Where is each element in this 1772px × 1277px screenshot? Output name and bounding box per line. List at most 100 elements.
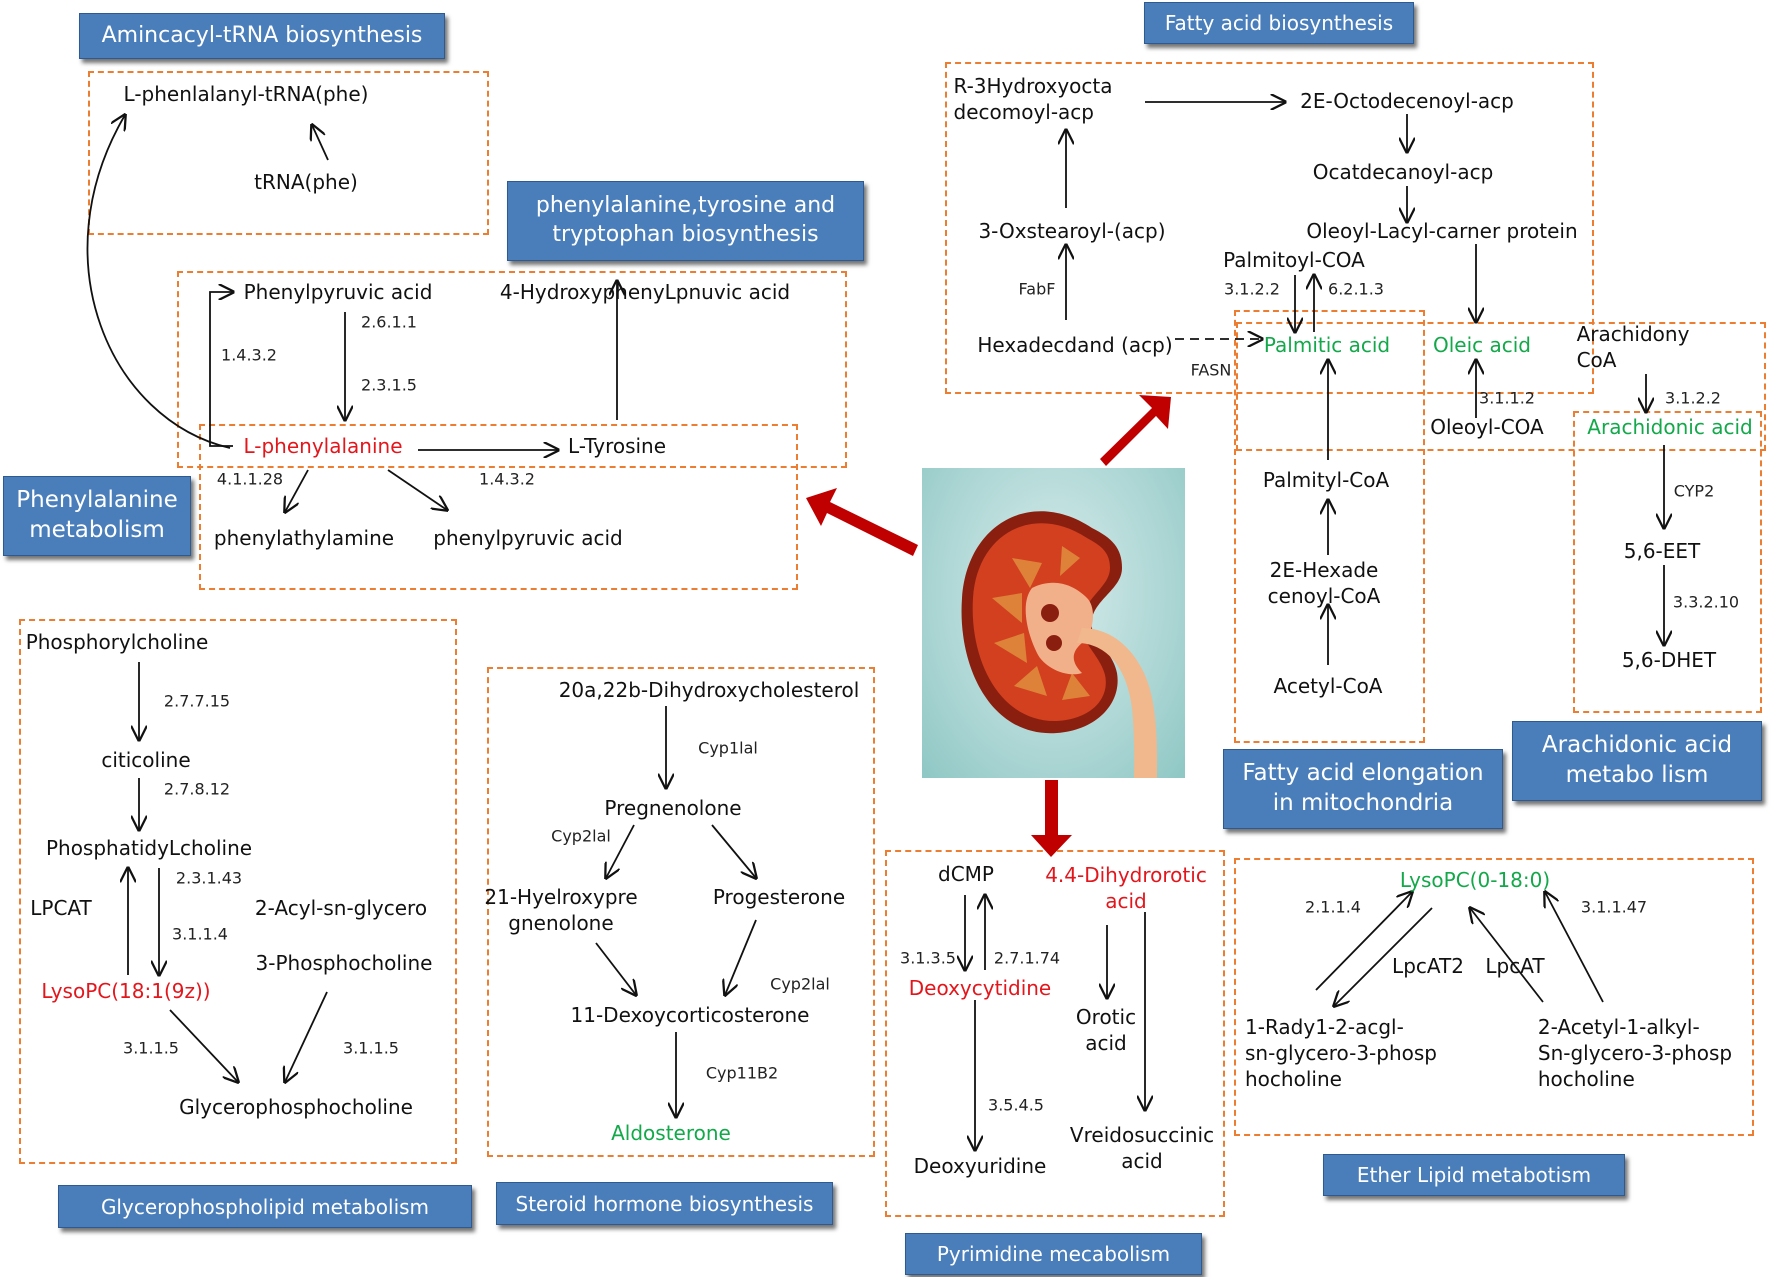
dcmp-node: dCMP bbox=[938, 862, 994, 886]
fa-elongation-title: Fatty acid elongation in mitochondria bbox=[1223, 749, 1503, 829]
l-phenylalanine-node: L-phenylalanine bbox=[243, 434, 403, 458]
dihydrorotic-acid-node: 4.4-Dihydrorotic acid bbox=[1045, 863, 1207, 913]
aminoacyl-title: Amincacyl-tRNA biosynthesis bbox=[79, 13, 445, 59]
hydroxyphenyl-node: 4-HydroxyphenyLpnuvic acid bbox=[499, 280, 791, 304]
oleoyl-coa-node: Oleoyl-COA bbox=[1430, 415, 1544, 439]
oleoyl-lacyl-node: Oleoyl-Lacyl-carner protein bbox=[1306, 219, 1578, 243]
phosphorylcholine-node: Phosphorylcholine bbox=[25, 630, 209, 654]
phosphocholine-node: 3-Phosphocholine bbox=[255, 951, 433, 975]
rady-glycerophosphocholine-node: 1-Rady1-2-acgl- sn-glycero-3-phosp hocho… bbox=[1245, 1015, 1437, 1091]
hexadecenoyl-coa-node: 2E-Hexade cenoyl-CoA bbox=[1267, 558, 1381, 608]
citicoline-node: citicoline bbox=[101, 748, 191, 772]
acetyl-alkyl-glycerophosphocholine-node: 2-Acetyl-1-alkyl- Sn-glycero-3-phosp hoc… bbox=[1537, 1015, 1733, 1091]
glycerophospholipid-box bbox=[19, 619, 457, 1164]
l-tyrosine-node: L-Tyrosine bbox=[567, 434, 667, 458]
ether-title: Ether Lipid metabotism bbox=[1323, 1154, 1625, 1196]
fatty-acid-lower-box bbox=[1236, 322, 1766, 451]
eet-node: 5,6-EET bbox=[1623, 539, 1701, 563]
fatty-biosynthesis-title: Fatty acid biosynthesis bbox=[1144, 2, 1414, 44]
deoxycorticosterone-node: 11-Dexoycorticosterone bbox=[570, 1003, 810, 1027]
dhet-node: 5,6-DHET bbox=[1621, 648, 1717, 672]
phenylpyruvic-acid-2-node: phenylpyruvic acid bbox=[433, 526, 623, 550]
fasn-label: FASN bbox=[1190, 360, 1232, 380]
enzyme-label: 3.1.1.2 bbox=[1479, 388, 1535, 408]
palmitoyl-coa-node: Palmitoyl-COA bbox=[1223, 248, 1365, 272]
enzyme-label: 4.1.1.28 bbox=[216, 469, 284, 489]
cyp2lal-label: Cyp2lal bbox=[770, 974, 830, 994]
steroid-title: Steroid hormone biosynthesis bbox=[496, 1182, 833, 1225]
steroid-box bbox=[487, 667, 875, 1157]
phe-tyr-trp-title: phenylalanine,tyrosine and tryptophan bi… bbox=[507, 181, 864, 261]
ether-lipid-box bbox=[1234, 858, 1754, 1136]
ureidosuccinic-acid-node: Vreidosuccinic acid bbox=[1069, 1123, 1215, 1173]
enzyme-label: 1.4.3.2 bbox=[479, 469, 535, 489]
enzyme-label: 2.7.7.15 bbox=[163, 691, 231, 711]
red-block-arrows bbox=[806, 395, 1171, 857]
arachidonic-box bbox=[1573, 411, 1762, 713]
octodecenoyl-node: 2E-Octodecenoyl-acp bbox=[1300, 89, 1514, 113]
enzyme-label: 2.1.1.4 bbox=[1305, 897, 1361, 917]
oleic-acid-node: Oleic acid bbox=[1432, 333, 1532, 357]
cyp1lal-label: Cyp1lal bbox=[698, 738, 758, 758]
enzyme-label: 3.1.1.5 bbox=[123, 1038, 179, 1058]
arachidonyl-coa-node: Arachidony CoA bbox=[1576, 322, 1690, 372]
deoxycytidine-node: Deoxycytidine bbox=[908, 976, 1052, 1000]
pregnenolone-node: Pregnenolone bbox=[604, 796, 742, 820]
arachidonic-acid-node: Arachidonic acid bbox=[1587, 415, 1753, 439]
palmitic-acid-node: Palmitic acid bbox=[1263, 333, 1391, 357]
cyp11b2-label: Cyp11B2 bbox=[705, 1063, 779, 1083]
fabf-label: FabF bbox=[1018, 279, 1056, 299]
phenylpyruvic-acid-node: Phenylpyruvic acid bbox=[243, 280, 433, 304]
enzyme-label: 1.4.3.2 bbox=[221, 345, 277, 365]
glycero-title: Glycerophospholipid metabolism bbox=[58, 1185, 472, 1228]
phe-trna-node: L-phenlalanyl-tRNA(phe) bbox=[123, 82, 369, 106]
enzyme-label: 2.6.1.1 bbox=[361, 312, 417, 332]
progesterone-node: Progesterone bbox=[712, 885, 846, 909]
phe-tyr-trp-box bbox=[177, 271, 847, 468]
enzyme-label: 2.3.1.5 bbox=[361, 375, 417, 395]
enzyme-label: 3.1.1.5 bbox=[343, 1038, 399, 1058]
cyp2lal-label: Cyp2lal bbox=[551, 826, 611, 846]
lpcat2-label: LpcAT2 bbox=[1392, 954, 1464, 978]
enzyme-label: 3.1.1.4 bbox=[172, 924, 228, 944]
fatty-elongation-box bbox=[1234, 310, 1425, 743]
aldosterone-node: Aldosterone bbox=[611, 1121, 731, 1145]
phe-metabolism-box bbox=[199, 424, 798, 590]
hydroxypregnenolone-node: 21-Hyelroxypre gnenolone bbox=[484, 885, 638, 935]
enzyme-label: 3.1.1.47 bbox=[1580, 897, 1648, 917]
deoxyuridine-node: Deoxyuridine bbox=[913, 1154, 1047, 1178]
oxstearoyl-node: 3-Oxstearoyl-(acp) bbox=[978, 219, 1166, 243]
phe-metabolism-title: Phenylalanine metabolism bbox=[3, 476, 191, 556]
enzyme-label: 3.1.3.5 bbox=[900, 948, 956, 968]
enzyme-label: 3.1.2.2 bbox=[1665, 388, 1721, 408]
glycerophosphocholine-node: Glycerophosphocholine bbox=[179, 1095, 413, 1119]
cyp2-label: CYP2 bbox=[1673, 481, 1715, 501]
lysopc-0-18-node: LysoPC(0-18:0) bbox=[1399, 868, 1551, 892]
phosphatidylcholine-node: PhosphatidyLcholine bbox=[45, 836, 253, 860]
kidney-illustration bbox=[922, 468, 1185, 778]
lysopc-18-1-node: LysoPC(18:1(9z)) bbox=[41, 979, 211, 1003]
palmityl-coa-node: Palmityl-CoA bbox=[1262, 468, 1390, 492]
dihydroxycholesterol-node: 20a,22b-Dihydroxycholesterol bbox=[558, 678, 860, 702]
orotic-acid-node: Orotic acid bbox=[1075, 1005, 1137, 1055]
aminoacyl-box bbox=[88, 71, 489, 235]
enzyme-label: 2.3.1.43 bbox=[175, 868, 243, 888]
enzyme-label: 3.5.4.5 bbox=[988, 1095, 1044, 1115]
arachidonic-title: Arachidonic acid metabo lism bbox=[1512, 721, 1762, 801]
hexadecdand-node: Hexadecdand (acp) bbox=[977, 333, 1173, 357]
phenylethylamine-node: phenylathylamine bbox=[213, 526, 395, 550]
enzyme-label: 3.1.2.2 bbox=[1224, 279, 1280, 299]
fatty-acid-biosynthesis-box bbox=[945, 62, 1594, 394]
enzyme-label: 2.7.1.74 bbox=[993, 948, 1061, 968]
acyl-glycero-node: 2-Acyl-sn-glycero bbox=[254, 896, 428, 920]
enzyme-label: 6.2.1.3 bbox=[1328, 279, 1384, 299]
pyrimidine-title: Pyrimidine mecabolism bbox=[905, 1233, 1202, 1275]
r3-hydroxyoctadecanoyl-node: R-3Hydroxyocta decomoyl-acp bbox=[953, 74, 1113, 124]
lpcat-label: LpcAT bbox=[1485, 954, 1545, 978]
trna-node: tRNA(phe) bbox=[254, 170, 358, 194]
enzyme-label: 3.3.2.10 bbox=[1672, 592, 1740, 612]
acetyl-coa-node: Acetyl-CoA bbox=[1273, 674, 1383, 698]
enzyme-label: 2.7.8.12 bbox=[163, 779, 231, 799]
